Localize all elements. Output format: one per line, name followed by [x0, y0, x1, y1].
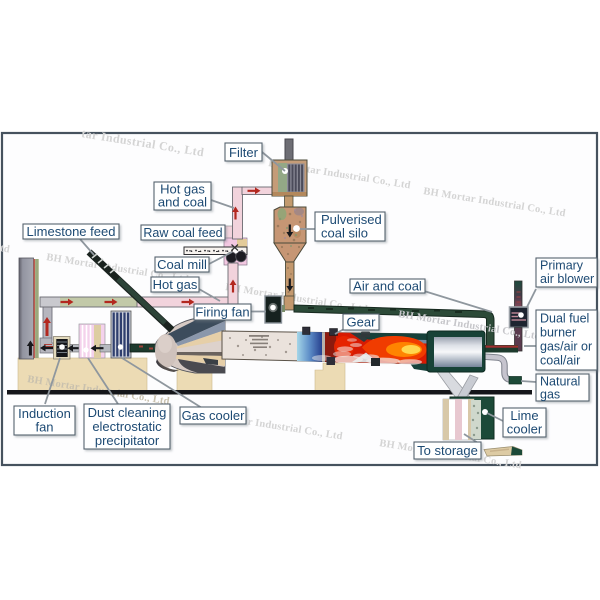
- svg-text:Firing fan: Firing fan: [195, 305, 249, 320]
- svg-text:Primary: Primary: [540, 259, 584, 273]
- svg-text:Raw coal feed: Raw coal feed: [143, 226, 222, 240]
- svg-text:burner: burner: [540, 326, 576, 340]
- svg-text:electrostatic: electrostatic: [92, 419, 162, 434]
- svg-text:, Ltd: , Ltd: [0, 241, 11, 255]
- svg-text:Hot gas: Hot gas: [153, 277, 198, 292]
- svg-text:Hot gas: Hot gas: [160, 182, 205, 197]
- svg-text:Natural: Natural: [540, 375, 580, 389]
- svg-text:Gear: Gear: [347, 315, 377, 330]
- svg-text:and coal: and coal: [158, 195, 207, 210]
- svg-text:air blower: air blower: [540, 272, 594, 286]
- svg-text:gas/air or: gas/air or: [540, 340, 592, 354]
- svg-text:Dust cleaning: Dust cleaning: [88, 405, 167, 420]
- svg-text:coal/air: coal/air: [540, 354, 580, 368]
- svg-text:cooler: cooler: [507, 422, 543, 437]
- svg-text:Gas cooler: Gas cooler: [182, 408, 246, 423]
- svg-text:Coal mill: Coal mill: [157, 257, 207, 272]
- svg-text:Pulverised: Pulverised: [321, 212, 382, 227]
- svg-text:Filter: Filter: [229, 145, 259, 160]
- svg-text:Limestone feed: Limestone feed: [27, 224, 116, 239]
- svg-text:fan: fan: [35, 420, 53, 435]
- svg-text:Air and coal: Air and coal: [353, 279, 422, 294]
- svg-text:To storage: To storage: [417, 443, 478, 458]
- svg-text:Induction: Induction: [18, 406, 71, 421]
- svg-text:Lime: Lime: [510, 408, 538, 423]
- svg-text:coal silo: coal silo: [321, 226, 368, 241]
- svg-text:precipitator: precipitator: [95, 433, 160, 448]
- svg-text:gas: gas: [540, 388, 560, 402]
- svg-text:Dual fuel: Dual fuel: [540, 312, 589, 326]
